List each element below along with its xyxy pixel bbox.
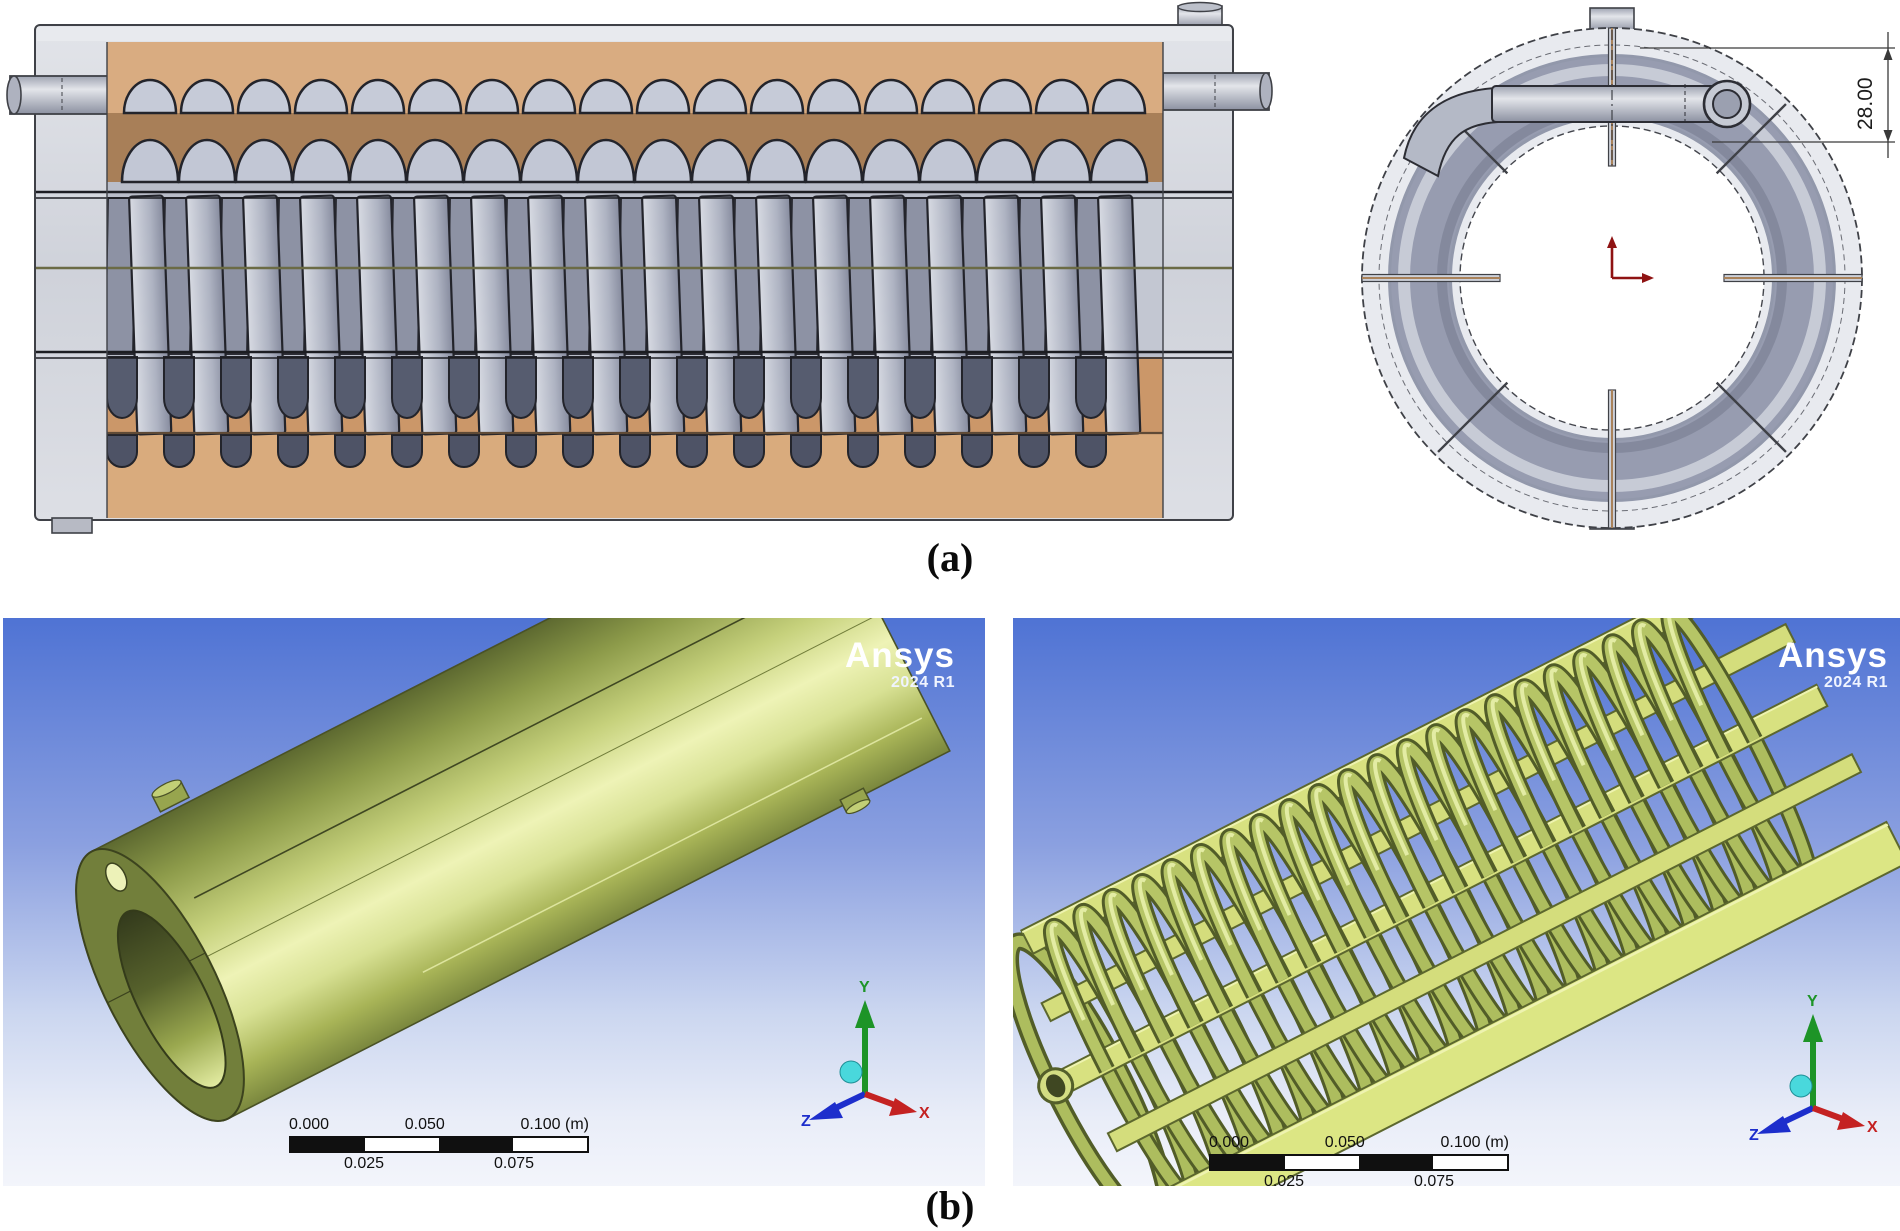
ansys-logo: Ansys 2024 R1 bbox=[1777, 636, 1888, 692]
scale-bar-segments bbox=[1209, 1154, 1509, 1171]
triad-x-label: X bbox=[919, 1105, 930, 1122]
triad-y-label: Y bbox=[859, 979, 870, 996]
scale-tick: 0.050 bbox=[404, 1116, 445, 1133]
scale-tick: 0.000 bbox=[1209, 1134, 1250, 1151]
coordinate-triad: Y Z X bbox=[801, 979, 930, 1126]
front-section-view: 28.00 bbox=[1361, 7, 1895, 530]
ansys-version-text: 2024 R1 bbox=[891, 673, 955, 691]
triad-x-label: X bbox=[1867, 1119, 1878, 1136]
scale-tick: 0.025 bbox=[1263, 1173, 1305, 1186]
viewport-coil-geometry: Ansys 2024 R1 0.000 0.050 0.100 (m) 0.02… bbox=[1013, 618, 1900, 1186]
coil-inlet-pipe bbox=[1402, 79, 1752, 178]
triad-z-label: Z bbox=[801, 1113, 811, 1126]
scale-bar: 0.000 0.050 0.100 (m) 0.025 0.075 bbox=[1209, 1134, 1509, 1186]
scale-tick: 0.100 (m) bbox=[520, 1116, 589, 1133]
coil-rings-front bbox=[1042, 618, 1763, 1074]
support-foot bbox=[51, 517, 93, 534]
triad-y-label: Y bbox=[1807, 993, 1818, 1010]
triad-origin-sphere bbox=[1789, 1074, 1813, 1098]
scale-tick: 0.075 bbox=[493, 1155, 535, 1172]
panel-a-label: (a) bbox=[926, 535, 974, 580]
face-hole bbox=[104, 862, 128, 892]
ansys-version-text: 2024 R1 bbox=[1824, 673, 1888, 691]
ansys-logo-text: Ansys bbox=[844, 636, 955, 675]
side-cutaway-view bbox=[6, 1, 1273, 534]
dimension-value: 28.00 bbox=[1854, 77, 1877, 130]
shell-3d-render bbox=[75, 618, 951, 1122]
coordinate-triad: Y Z X bbox=[1749, 993, 1878, 1140]
viewport-shell-geometry: Ansys 2024 R1 0.000 0.050 0.100 (m) 0.02… bbox=[3, 618, 985, 1186]
triad-origin-sphere bbox=[839, 1060, 863, 1084]
dimension-annotation: 28.00 bbox=[1640, 32, 1895, 158]
top-nub-port bbox=[151, 779, 190, 813]
panel-a-drawing: 28.00 bbox=[6, 1, 1895, 534]
scale-bar-segments bbox=[289, 1136, 589, 1153]
baffle-lines bbox=[36, 190, 1232, 435]
top-port bbox=[1177, 1, 1223, 13]
triad-z-label: Z bbox=[1749, 1127, 1759, 1140]
bottom-nub-port bbox=[839, 787, 871, 815]
scale-tick: 0.025 bbox=[343, 1155, 385, 1172]
outlet-pipe bbox=[1162, 72, 1273, 111]
ansys-logo: Ansys 2024 R1 bbox=[844, 636, 955, 692]
coil-3d-render bbox=[1013, 618, 1900, 1186]
scale-tick: 0.050 bbox=[1324, 1134, 1365, 1151]
scale-bar: 0.000 0.050 0.100 (m) 0.025 0.075 bbox=[289, 1116, 589, 1175]
coil-pipe-opening bbox=[1037, 1067, 1075, 1105]
panel-b-label: (b) bbox=[925, 1183, 975, 1228]
ansys-logo-text: Ansys bbox=[1777, 636, 1888, 675]
origin-marker bbox=[1607, 236, 1654, 283]
scale-tick: 0.000 bbox=[289, 1116, 330, 1133]
scale-tick: 0.100 (m) bbox=[1440, 1134, 1509, 1151]
cutaway-section bbox=[107, 42, 1163, 518]
scale-tick: 0.075 bbox=[1413, 1173, 1455, 1186]
bore-hole bbox=[116, 909, 227, 1089]
